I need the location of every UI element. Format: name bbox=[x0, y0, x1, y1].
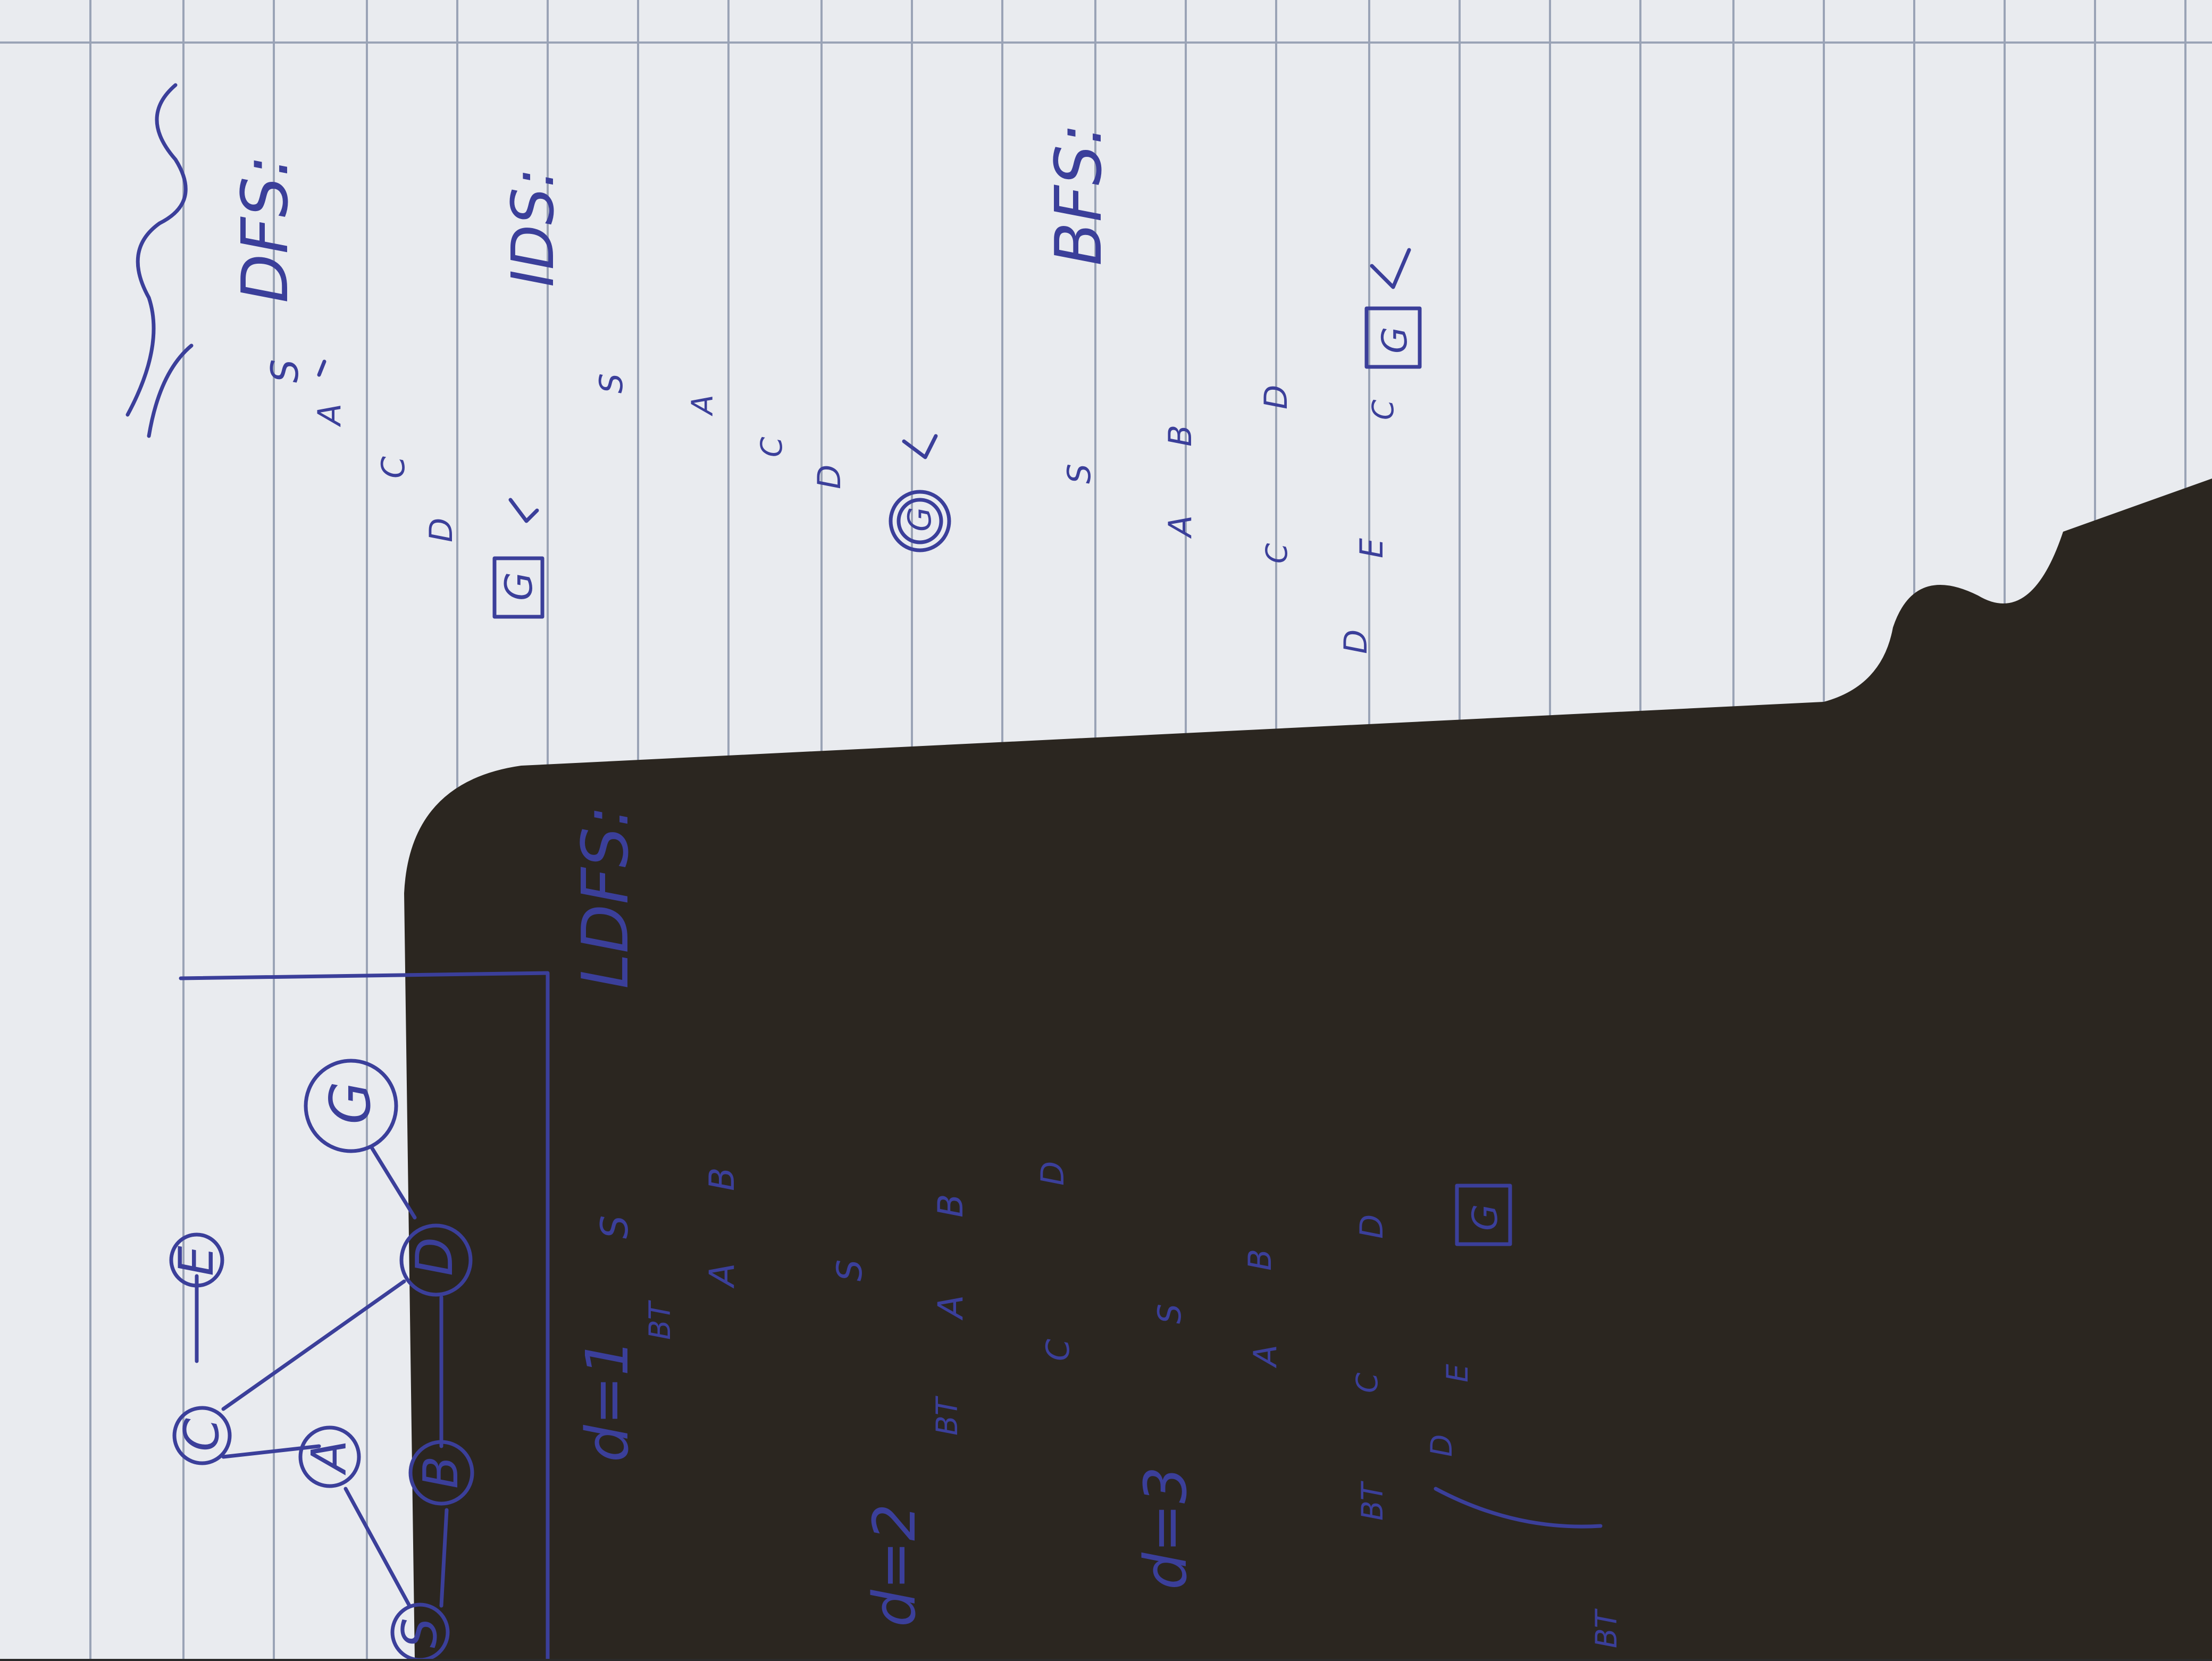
svg-text:B: B bbox=[1242, 1249, 1279, 1271]
svg-text:G: G bbox=[497, 572, 541, 601]
svg-text:S: S bbox=[263, 359, 307, 383]
svg-text:B: B bbox=[931, 1194, 971, 1218]
svg-text:A: A bbox=[311, 404, 348, 427]
svg-text:D: D bbox=[1425, 1434, 1459, 1457]
d1-label: d=1 bbox=[573, 1339, 641, 1462]
svg-text:C: C bbox=[375, 456, 412, 479]
svg-text:BT: BT bbox=[643, 1299, 677, 1340]
svg-text:C: C bbox=[1366, 399, 1400, 420]
svg-text:D: D bbox=[811, 465, 848, 489]
svg-text:A: A bbox=[1162, 515, 1199, 539]
svg-text:S: S bbox=[392, 1618, 448, 1648]
svg-text:D: D bbox=[423, 518, 460, 542]
ldfs-section: LDFS: d=1 S A B BT d=2 S A B C D BT d=3 … bbox=[569, 806, 1623, 1648]
edge-c-d bbox=[221, 1279, 406, 1411]
svg-text:D: D bbox=[406, 1237, 464, 1276]
svg-text:G: G bbox=[901, 507, 939, 532]
svg-text:S: S bbox=[1061, 464, 1098, 484]
graph-diagram: C E A B D G S bbox=[169, 971, 550, 1661]
svg-text:S: S bbox=[830, 1260, 870, 1281]
node-b: B bbox=[408, 1440, 474, 1506]
svg-text:D: D bbox=[1034, 1161, 1071, 1186]
edge-b-s bbox=[439, 1508, 449, 1608]
bfs-label: BFS: bbox=[1042, 123, 1116, 266]
bfs-section: BFS: S A B C D D E C G bbox=[1042, 123, 1422, 654]
svg-text:A: A bbox=[301, 1440, 357, 1475]
svg-text:BT: BT bbox=[1589, 1608, 1623, 1648]
node-c: C bbox=[172, 1406, 232, 1465]
svg-text:G: G bbox=[1375, 327, 1415, 354]
edge-a-s bbox=[343, 1487, 412, 1608]
svg-text:S: S bbox=[1151, 1304, 1188, 1324]
node-g: G bbox=[304, 1059, 398, 1153]
svg-text:C: C bbox=[755, 437, 789, 457]
graph-box bbox=[179, 971, 550, 1661]
svg-text:G: G bbox=[1465, 1204, 1505, 1231]
dfs-label: DFS: bbox=[229, 155, 303, 303]
svg-text:A: A bbox=[685, 395, 719, 416]
svg-text:D: D bbox=[1337, 630, 1375, 654]
svg-text:B: B bbox=[413, 1456, 469, 1489]
d3-label: d=3 bbox=[1132, 1466, 1200, 1590]
d2-label: d=2 bbox=[860, 1504, 928, 1627]
svg-text:S: S bbox=[593, 373, 630, 393]
svg-text:C: C bbox=[1260, 543, 1294, 564]
svg-text:C: C bbox=[174, 1418, 230, 1452]
svg-text:BT: BT bbox=[930, 1395, 964, 1436]
ids-label: IDS: bbox=[499, 168, 567, 287]
header-scribble bbox=[125, 83, 194, 438]
svg-text:B: B bbox=[1162, 425, 1199, 447]
svg-text:BT: BT bbox=[1355, 1480, 1389, 1521]
ids-section: IDS: S A C D G bbox=[499, 168, 951, 552]
svg-text:G: G bbox=[318, 1081, 383, 1125]
svg-text:A: A bbox=[931, 1295, 971, 1321]
svg-text:E: E bbox=[1440, 1364, 1474, 1382]
dfs-section: DFS: S A C D G bbox=[229, 155, 544, 619]
svg-text:C: C bbox=[1040, 1339, 1077, 1361]
svg-text:B: B bbox=[702, 1167, 742, 1191]
svg-text:E: E bbox=[169, 1246, 224, 1276]
svg-text:C: C bbox=[1350, 1372, 1384, 1393]
edge-d-g bbox=[370, 1146, 417, 1220]
photo-shadow bbox=[404, 479, 2212, 1659]
node-d: D bbox=[399, 1223, 473, 1297]
svg-text:A: A bbox=[1247, 1345, 1284, 1369]
node-a: A bbox=[298, 1425, 361, 1488]
svg-text:S: S bbox=[593, 1215, 636, 1239]
ldfs-label: LDFS: bbox=[569, 806, 643, 989]
svg-text:A: A bbox=[702, 1263, 742, 1289]
svg-text:D: D bbox=[1353, 1214, 1390, 1239]
node-e: E bbox=[169, 1232, 224, 1288]
svg-text:D: D bbox=[1258, 385, 1295, 409]
svg-text:E: E bbox=[1353, 538, 1390, 558]
